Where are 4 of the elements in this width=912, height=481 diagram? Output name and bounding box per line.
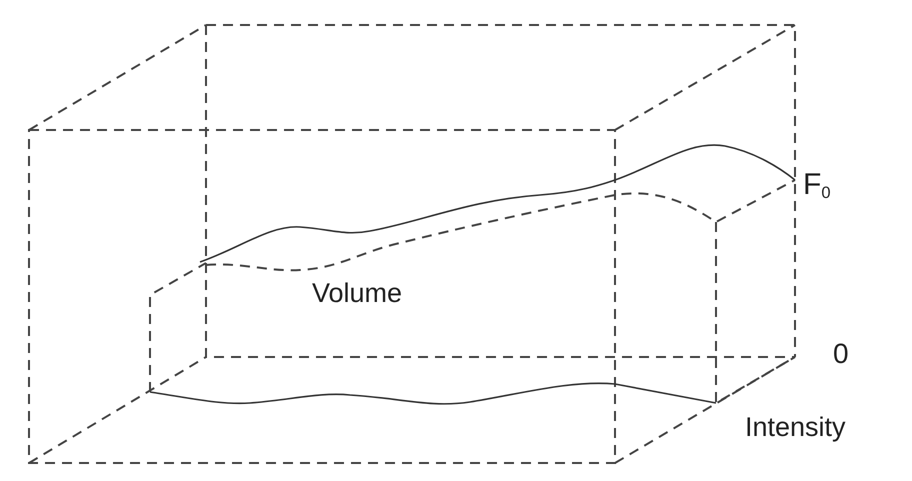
volume-label: Volume (312, 280, 402, 307)
baseline-label: 0 (833, 340, 849, 368)
axis-label: Intensity (745, 414, 846, 441)
surface-label: F$_{0}$ (803, 170, 831, 202)
